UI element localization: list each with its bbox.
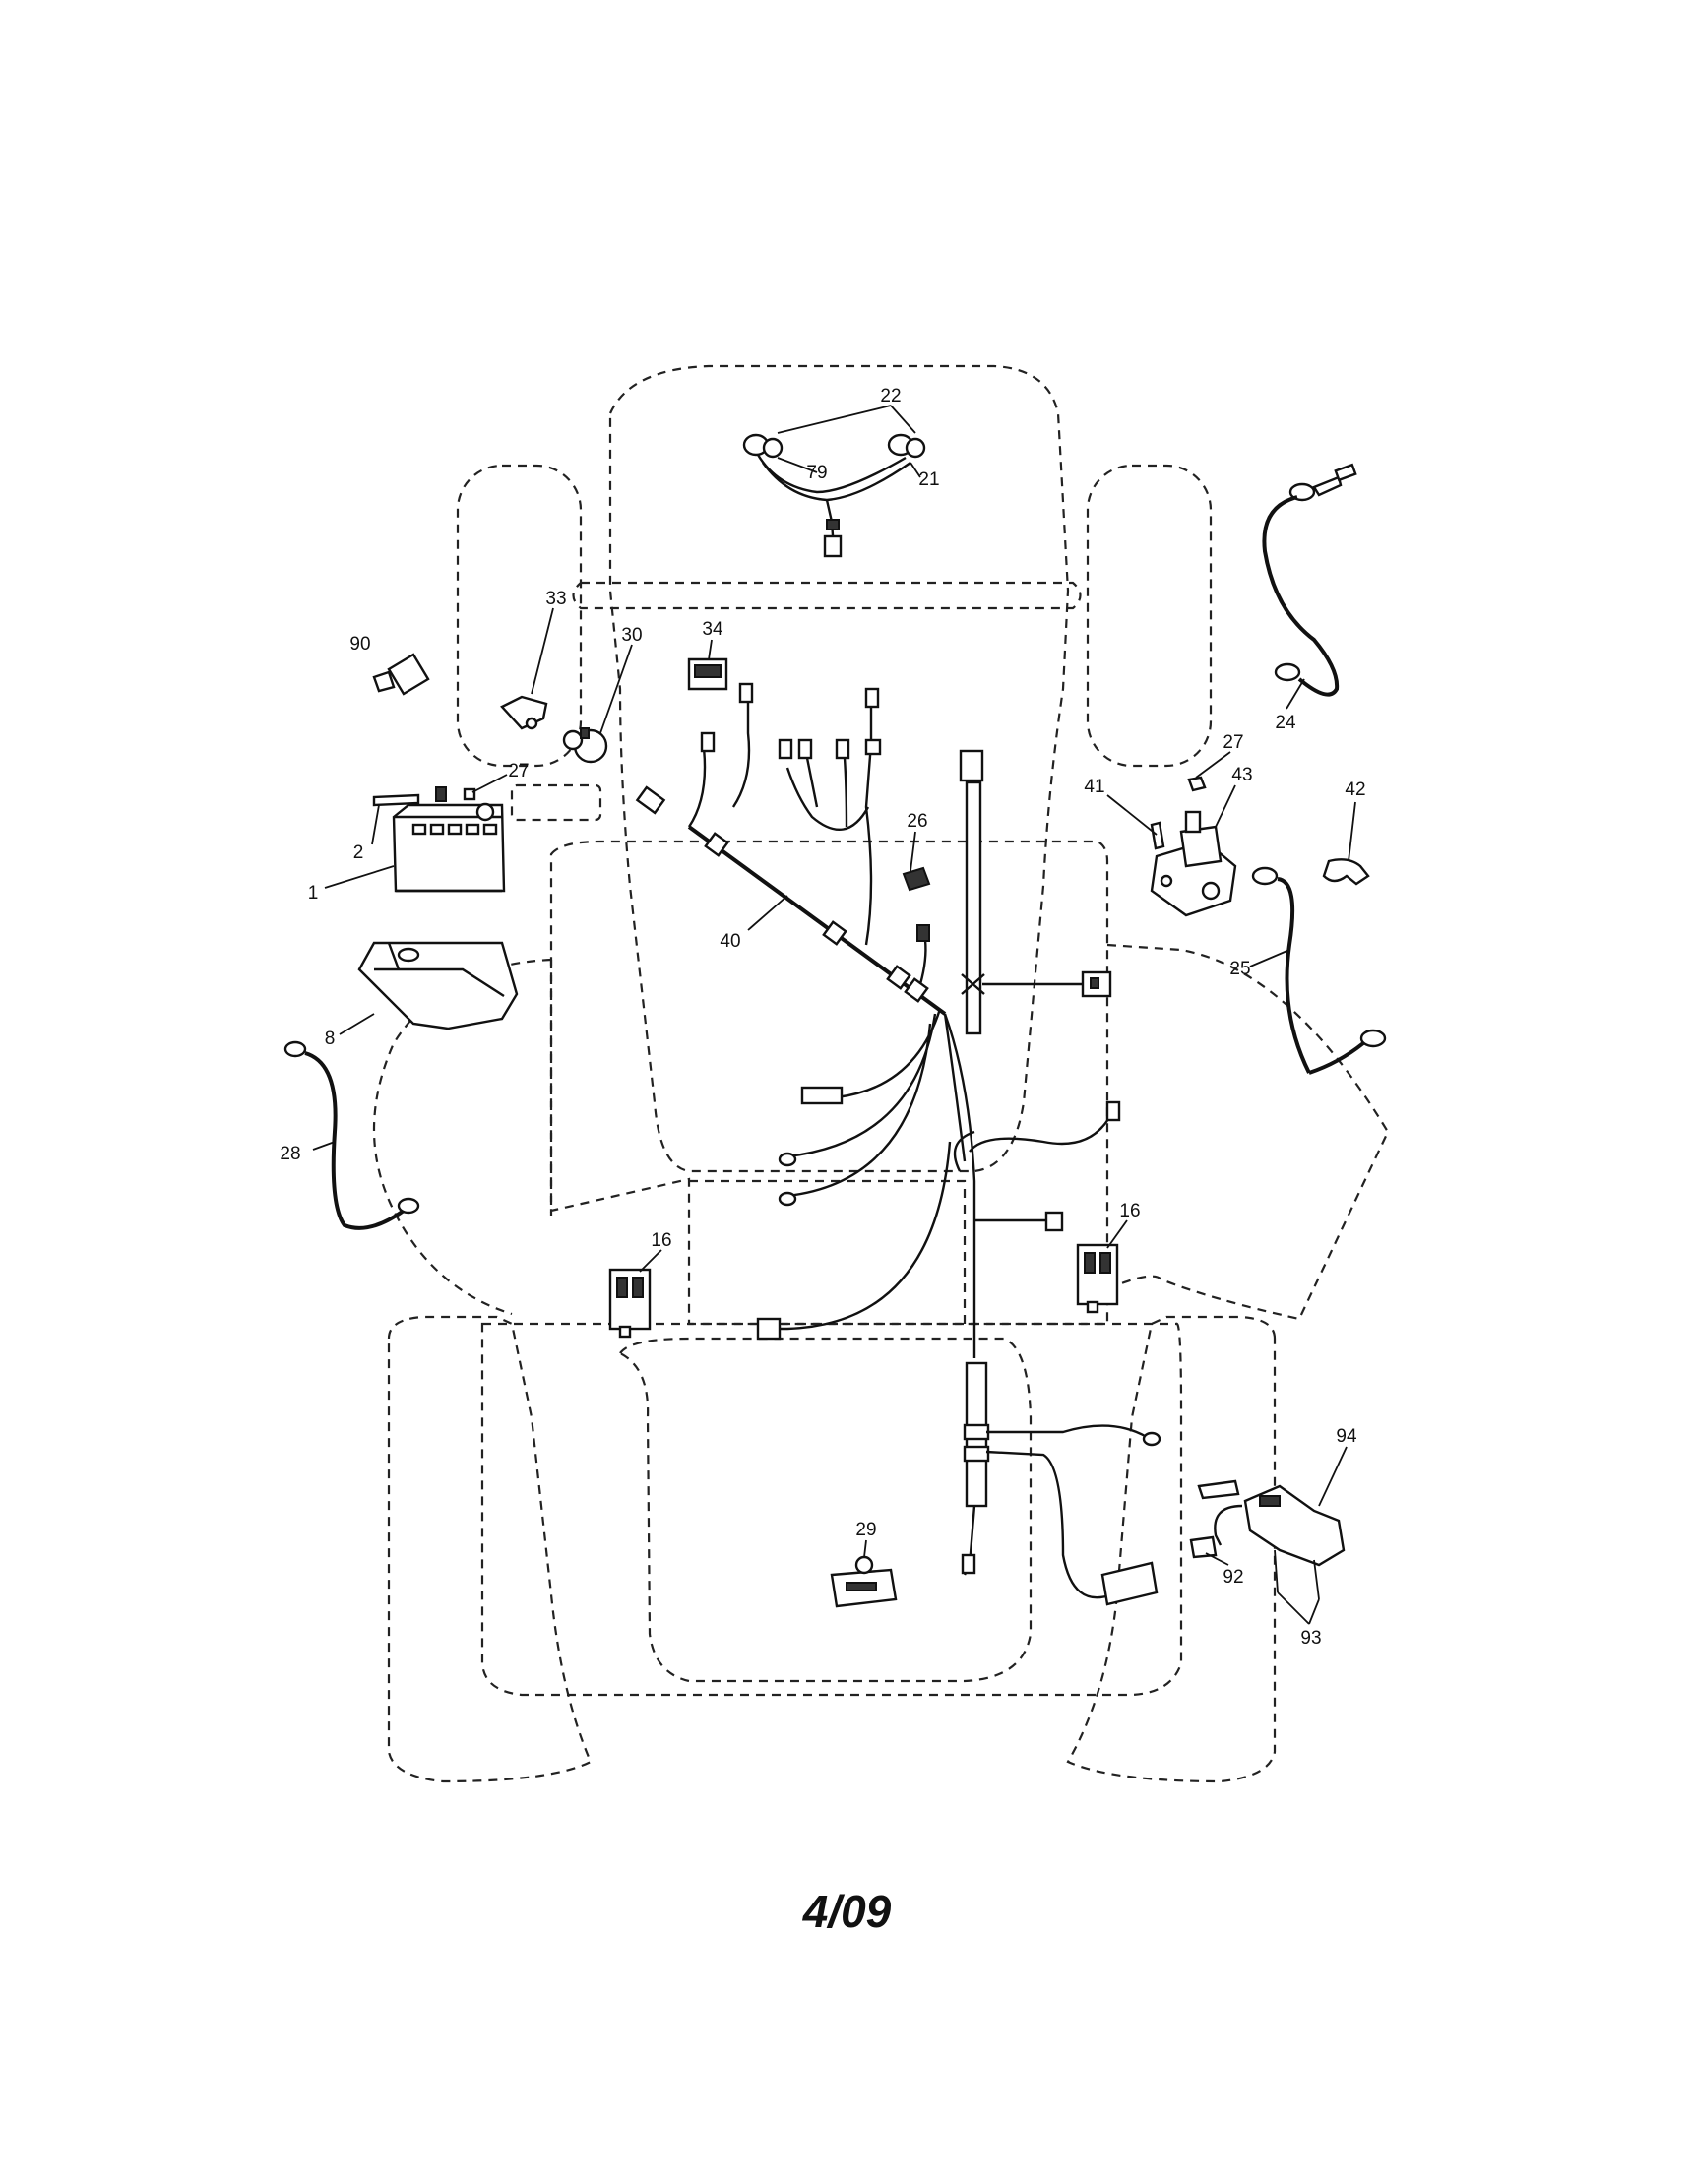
callout-94: 94 <box>1336 1426 1357 1447</box>
cable-25 <box>1251 866 1387 1075</box>
callout-27-battery: 27 <box>508 761 529 781</box>
boot-42 <box>1322 858 1370 886</box>
callout-2: 2 <box>353 842 364 863</box>
callout-21: 21 <box>918 469 939 490</box>
center-harness-tube <box>959 749 1112 1035</box>
callout-93: 93 <box>1300 1628 1321 1649</box>
callout-22: 22 <box>880 386 901 406</box>
callout-25: 25 <box>1229 959 1250 979</box>
headlight-harness <box>742 433 926 558</box>
callout-16-left: 16 <box>651 1230 671 1251</box>
callout-29: 29 <box>855 1520 876 1540</box>
callout-90: 90 <box>349 634 370 655</box>
callout-79: 79 <box>806 463 827 483</box>
callout-40: 40 <box>720 931 740 952</box>
page-code: 4/09 <box>802 1886 892 1937</box>
part-26 <box>902 866 931 892</box>
battery-1 <box>372 786 506 893</box>
callout-leaders <box>312 405 1356 1625</box>
callout-27-solenoid: 27 <box>1223 732 1243 753</box>
battery-tray-8 <box>357 941 519 1030</box>
key-33 <box>500 695 548 730</box>
callout-43: 43 <box>1231 765 1252 785</box>
solenoid-43 <box>1150 776 1237 917</box>
cable-28 <box>283 1040 420 1230</box>
callout-28: 28 <box>280 1144 300 1164</box>
callout-30: 30 <box>621 625 642 646</box>
plug-90 <box>372 653 430 696</box>
cable-24 <box>1262 463 1357 697</box>
callout-24: 24 <box>1275 713 1296 733</box>
rear-harness-tube <box>961 1361 1161 1606</box>
main-harness-40 <box>635 682 1121 1358</box>
tractor-outline <box>372 364 1390 1783</box>
callout-41: 41 <box>1084 777 1104 797</box>
callout-16-right: 16 <box>1119 1201 1140 1221</box>
callout-34: 34 <box>702 619 723 640</box>
switch-34 <box>687 657 728 691</box>
callout-33: 33 <box>545 589 566 609</box>
module-94 <box>1189 1479 1346 1600</box>
callout-8: 8 <box>325 1029 336 1049</box>
ignition-switch-30 <box>562 727 608 764</box>
callout-42: 42 <box>1345 780 1365 800</box>
callout-1: 1 <box>308 883 319 904</box>
callout-numbers: 22 79 21 33 34 90 30 27 2 1 26 40 24 27 … <box>280 386 1365 1649</box>
seat-switch-29 <box>830 1555 898 1608</box>
switch-16-right <box>1076 1243 1119 1314</box>
callout-92: 92 <box>1223 1567 1243 1588</box>
switch-16-left <box>608 1268 652 1339</box>
callout-26: 26 <box>907 811 927 832</box>
